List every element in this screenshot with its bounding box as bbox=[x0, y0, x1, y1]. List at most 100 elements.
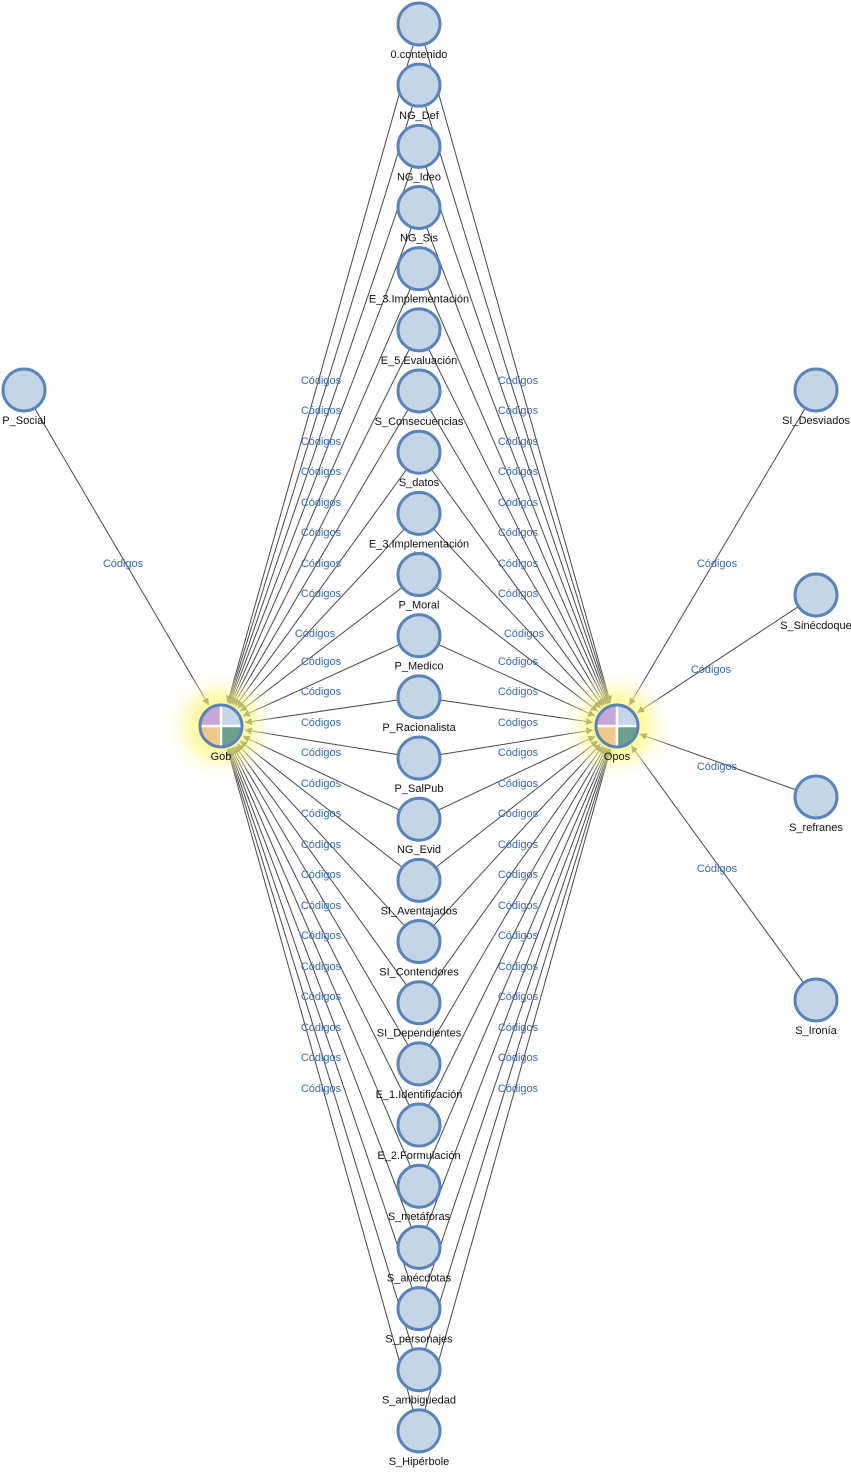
node-s-hiperbole-circle[interactable] bbox=[396, 1408, 442, 1454]
node-s-personajes-label: S_personajes bbox=[385, 1334, 453, 1346]
node-e-5-evaluacion[interactable]: E_5.Evaluación bbox=[381, 307, 457, 367]
node-si-aventajados-circle[interactable] bbox=[396, 857, 442, 903]
edge-si-aventajados-gob-label: Códigos bbox=[301, 808, 342, 820]
node-s-metaforas-circle[interactable] bbox=[396, 1163, 442, 1209]
node-e-3-implementacion-2-circle[interactable] bbox=[396, 490, 442, 536]
edge-ng-sis-opos bbox=[426, 227, 610, 704]
node-s-ambiguedad-circle[interactable] bbox=[396, 1347, 442, 1393]
node-p-social-circle[interactable] bbox=[1, 367, 47, 413]
node-si-dependientes[interactable]: SI_Dependientes bbox=[377, 980, 462, 1040]
node-p-racionalista-label: P_Racionalista bbox=[382, 722, 456, 734]
node-e-2-formulacion-label: E_2.Formulación bbox=[377, 1150, 460, 1162]
hub-quadrant bbox=[617, 726, 638, 747]
edge-s-ambiguedad-gob-label: Códigos bbox=[301, 1052, 342, 1064]
edge-ng-sis-gob-label: Códigos bbox=[301, 466, 342, 478]
node-e-1-identificacion[interactable]: E_1.Identificación bbox=[376, 1041, 463, 1101]
node-s-anecdotas-circle[interactable] bbox=[396, 1224, 442, 1270]
edge-ng-def-gob bbox=[226, 106, 413, 704]
node-s-ambiguedad[interactable]: S_ambiguedad bbox=[382, 1347, 456, 1407]
edge-0-contenido-opos bbox=[424, 45, 612, 704]
hub-quadrant bbox=[221, 726, 242, 747]
hub-gob[interactable]: Gob bbox=[163, 668, 279, 784]
node-e-5-evaluacion-circle[interactable] bbox=[396, 307, 442, 353]
node-e-2-formulacion[interactable]: E_2.Formulación bbox=[377, 1102, 461, 1162]
hub-quadrant bbox=[617, 705, 638, 726]
node-si-contendores-circle[interactable] bbox=[396, 919, 442, 965]
node-si-aventajados[interactable]: SI_Aventajados bbox=[381, 857, 458, 917]
node-s-datos[interactable]: S_datos bbox=[396, 429, 442, 489]
edge-s-anecdotas-gob bbox=[228, 748, 412, 1228]
node-s-ironia-circle[interactable] bbox=[793, 977, 839, 1023]
node-ng-sis[interactable]: NG_Sis bbox=[396, 185, 442, 245]
node-p-racionalista-circle[interactable] bbox=[396, 674, 442, 720]
node-ng-def[interactable]: NG_Def bbox=[396, 62, 442, 122]
node-e-1-identificacion-circle[interactable] bbox=[396, 1041, 442, 1087]
node-s-ironia[interactable]: S_Ironía bbox=[793, 977, 839, 1037]
edge-e-3-implementacion-2-opos-label: Códigos bbox=[504, 628, 545, 640]
node-ng-ideo[interactable]: NG_Ideo bbox=[396, 123, 442, 183]
node-p-salpub-circle[interactable] bbox=[396, 735, 442, 781]
edge-e-5-evaluacion-gob-label: Códigos bbox=[301, 527, 342, 539]
node-p-moral-circle[interactable] bbox=[396, 552, 442, 598]
node-si-desviados[interactable]: SI_Desviados bbox=[782, 367, 850, 427]
edge-si-contendores-gob-label: Códigos bbox=[301, 839, 342, 851]
node-e-2-formulacion-circle[interactable] bbox=[396, 1102, 442, 1148]
node-si-contendores[interactable]: SI_Contendores bbox=[379, 919, 459, 979]
node-si-desviados-circle[interactable] bbox=[793, 367, 839, 413]
node-s-personajes-circle[interactable] bbox=[396, 1286, 442, 1332]
node-s-hiperbole-label: S_Hipérbole bbox=[389, 1456, 450, 1468]
node-s-consecuencias-circle[interactable] bbox=[396, 368, 442, 414]
edge-ng-ideo-opos-label: Códigos bbox=[498, 436, 539, 448]
node-ng-ideo-circle[interactable] bbox=[396, 123, 442, 169]
node-0-contenido[interactable]: 0.contenido bbox=[391, 1, 448, 61]
node-s-anecdotas[interactable]: S_anécdotas bbox=[387, 1224, 452, 1284]
node-s-consecuencias[interactable]: S_Consecuencias bbox=[375, 368, 464, 428]
edge-e-5-evaluacion-gob bbox=[231, 349, 410, 705]
node-p-social[interactable]: P_Social bbox=[1, 367, 47, 427]
node-ng-evid[interactable]: NG_Evid bbox=[396, 796, 442, 856]
node-e-3-implementacion-2[interactable]: E_3.Implementación(2) bbox=[369, 490, 469, 562]
edge-ng-ideo-gob-label: Códigos bbox=[301, 436, 342, 448]
node-s-sinecdoque-circle[interactable] bbox=[793, 572, 839, 618]
node-ng-evid-circle[interactable] bbox=[396, 796, 442, 842]
node-e-3-implementacion-2-label: E_3.Implementación bbox=[369, 538, 469, 550]
hub-quadrant bbox=[221, 705, 242, 726]
node-s-personajes[interactable]: S_personajes bbox=[385, 1286, 453, 1346]
node-si-dependientes-circle[interactable] bbox=[396, 980, 442, 1026]
node-p-racionalista[interactable]: P_Racionalista bbox=[382, 674, 457, 734]
edge-p-medico-gob-label: Códigos bbox=[301, 686, 342, 698]
edge-s-metaforas-opos-label: Códigos bbox=[498, 961, 539, 973]
node-ng-sis-circle[interactable] bbox=[396, 185, 442, 231]
node-e-3-implementacion-circle[interactable] bbox=[396, 246, 442, 292]
edge-e-2-formulacion-gob-label: Códigos bbox=[301, 930, 342, 942]
node-s-refranes[interactable]: S_refranes bbox=[789, 774, 843, 834]
node-p-moral[interactable]: P_Moral bbox=[396, 552, 442, 612]
edge-e-3-implementacion-gob-label: Códigos bbox=[301, 497, 342, 509]
hub-label-gob: Gob bbox=[211, 751, 232, 763]
node-s-datos-circle[interactable] bbox=[396, 429, 442, 475]
node-e-3-implementacion[interactable]: E_3.Implementación bbox=[369, 246, 469, 306]
edge-ng-evid-opos-label: Códigos bbox=[498, 778, 539, 790]
edge-s-personajes-opos-label: Códigos bbox=[498, 1022, 539, 1034]
node-ng-def-circle[interactable] bbox=[396, 62, 442, 108]
node-0-contenido-circle[interactable] bbox=[396, 1, 442, 47]
node-p-salpub[interactable]: P_SalPub bbox=[395, 735, 444, 795]
node-s-refranes-circle[interactable] bbox=[793, 774, 839, 820]
edge-s-personajes-opos bbox=[425, 748, 611, 1288]
hub-quadrant bbox=[200, 705, 221, 726]
edge-e-1-identificacion-opos-label: Códigos bbox=[498, 900, 539, 912]
edge-p-salpub-gob-label: Códigos bbox=[301, 747, 342, 759]
node-s-sinecdoque-label: S_Sinécdoque bbox=[780, 620, 851, 632]
node-s-metaforas[interactable]: S_metáforas bbox=[388, 1163, 451, 1223]
edge-s-ambiguedad-opos-label: Códigos bbox=[498, 1052, 539, 1064]
node-p-medico-circle[interactable] bbox=[396, 613, 442, 659]
edge-s-ambiguedad-gob bbox=[226, 748, 414, 1349]
node-p-medico[interactable]: P_Medico bbox=[395, 613, 444, 673]
hub-opos[interactable]: Opos bbox=[559, 668, 675, 784]
edge-s-ironia-opos-label: Códigos bbox=[697, 863, 738, 875]
hub-quadrant bbox=[596, 726, 617, 747]
node-s-sinecdoque[interactable]: S_Sinécdoque bbox=[780, 572, 851, 632]
hub-ring bbox=[594, 703, 640, 749]
node-s-hiperbole[interactable]: S_Hipérbole bbox=[389, 1408, 450, 1468]
edge-e-3-implementacion-2-gob bbox=[236, 529, 405, 709]
